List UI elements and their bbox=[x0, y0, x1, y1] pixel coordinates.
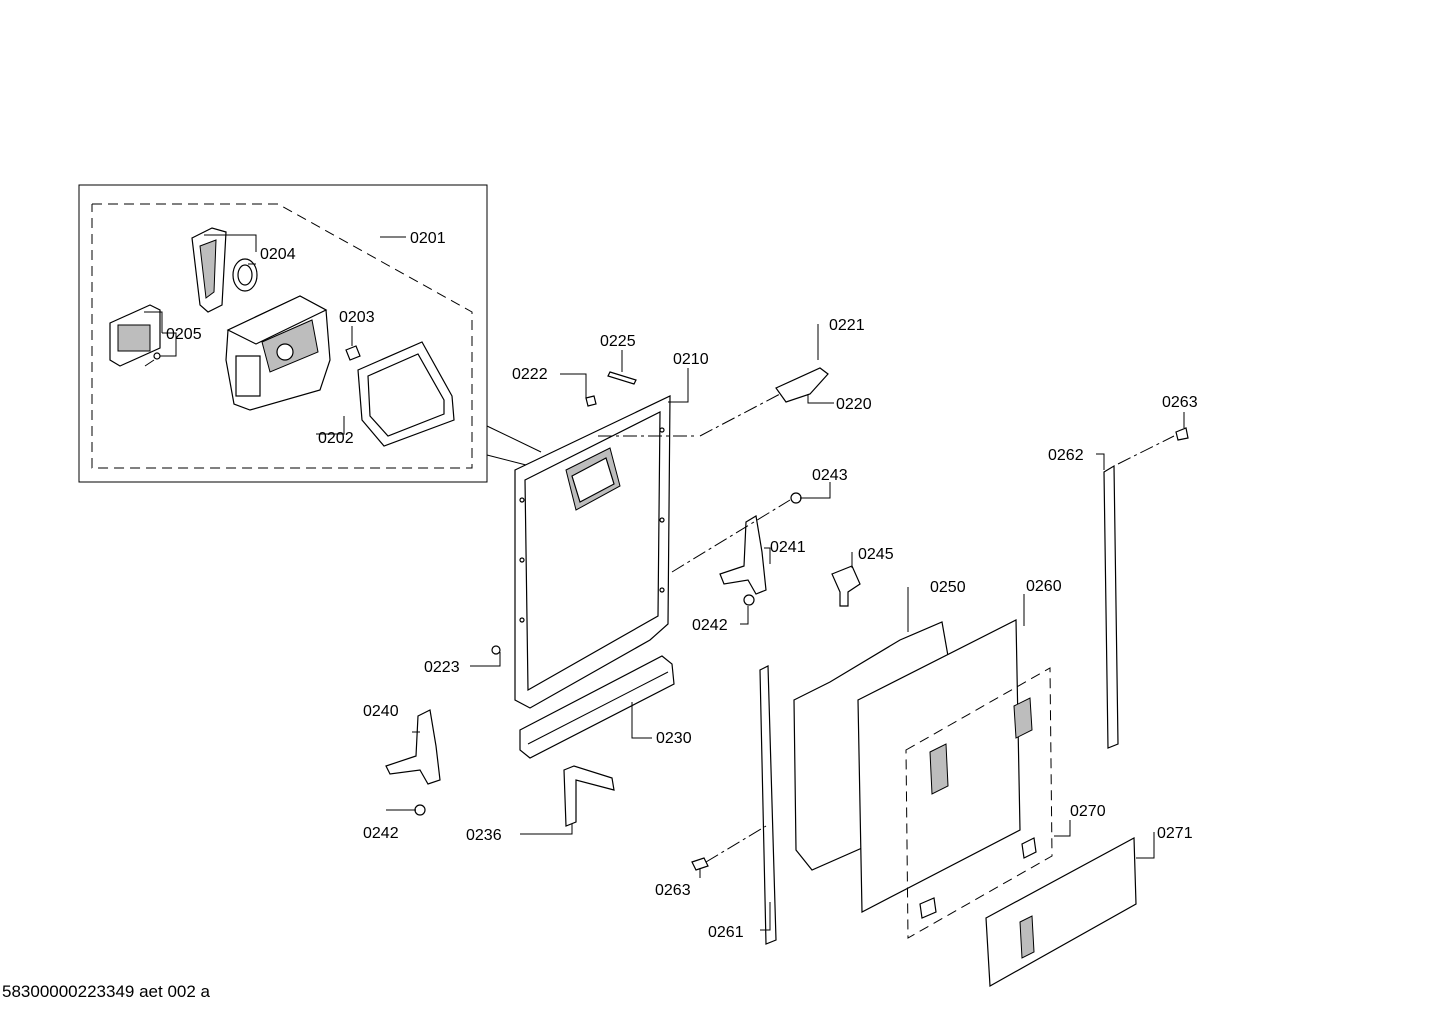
label-0245: 0245 bbox=[858, 546, 894, 563]
part-0260-front-panel bbox=[857, 619, 1037, 919]
part-0240-hinge bbox=[385, 709, 441, 816]
label-0242-lower: 0242 bbox=[363, 825, 399, 842]
label-0210: 0210 bbox=[673, 351, 709, 368]
part-0245-latch bbox=[831, 565, 861, 607]
label-0202: 0202 bbox=[318, 430, 354, 447]
part-0261-strip bbox=[759, 665, 777, 945]
label-0204: 0204 bbox=[260, 246, 296, 263]
label-0225: 0225 bbox=[600, 333, 636, 350]
part-0202-seal-frame bbox=[357, 341, 455, 447]
label-0241: 0241 bbox=[770, 539, 806, 556]
label-0222: 0222 bbox=[512, 366, 548, 383]
label-0230: 0230 bbox=[656, 730, 692, 747]
label-0243: 0243 bbox=[812, 467, 848, 484]
label-0242-upper: 0242 bbox=[692, 617, 728, 634]
label-0271: 0271 bbox=[1157, 825, 1193, 842]
label-0236: 0236 bbox=[466, 827, 502, 844]
part-0203-knob bbox=[345, 345, 361, 361]
part-0220-handle bbox=[775, 352, 829, 403]
label-0260: 0260 bbox=[1026, 578, 1062, 595]
label-0261: 0261 bbox=[708, 924, 744, 941]
document-id: 58300000223349 aet 002 a bbox=[2, 982, 210, 1001]
part-0205-cover-plate bbox=[109, 304, 161, 367]
label-0270: 0270 bbox=[1070, 803, 1106, 820]
label-0205: 0205 bbox=[166, 326, 202, 343]
part-0271-bottom-panel bbox=[985, 837, 1137, 987]
label-0263-upper: 0263 bbox=[1162, 394, 1198, 411]
part-0210-inner-door bbox=[514, 395, 671, 709]
part-screws bbox=[491, 371, 1189, 871]
label-0263-lower: 0263 bbox=[655, 882, 691, 899]
label-0201: 0201 bbox=[410, 230, 446, 247]
detail-inset bbox=[78, 184, 542, 483]
label-0250: 0250 bbox=[930, 579, 966, 596]
label-0221: 0221 bbox=[829, 317, 865, 334]
part-dispenser-body bbox=[225, 295, 331, 411]
part-0262-strip bbox=[1103, 464, 1119, 749]
part-0236-bracket bbox=[563, 765, 615, 827]
label-0203: 0203 bbox=[339, 309, 375, 326]
part-0270-outline bbox=[905, 667, 1053, 939]
part-0241-hinge bbox=[719, 515, 767, 606]
assembly-axes bbox=[598, 393, 1175, 863]
label-0223: 0223 bbox=[424, 659, 460, 676]
leader-lines bbox=[144, 234, 1185, 931]
label-0220: 0220 bbox=[836, 396, 872, 413]
part-0204-dispenser-lid bbox=[191, 227, 258, 313]
part-0230-bottom-trim bbox=[519, 655, 675, 759]
part-labels: 0201 0204 0205 0203 0202 0222 0225 0210 … bbox=[166, 230, 1198, 941]
label-0262: 0262 bbox=[1048, 447, 1084, 464]
label-0240: 0240 bbox=[363, 703, 399, 720]
